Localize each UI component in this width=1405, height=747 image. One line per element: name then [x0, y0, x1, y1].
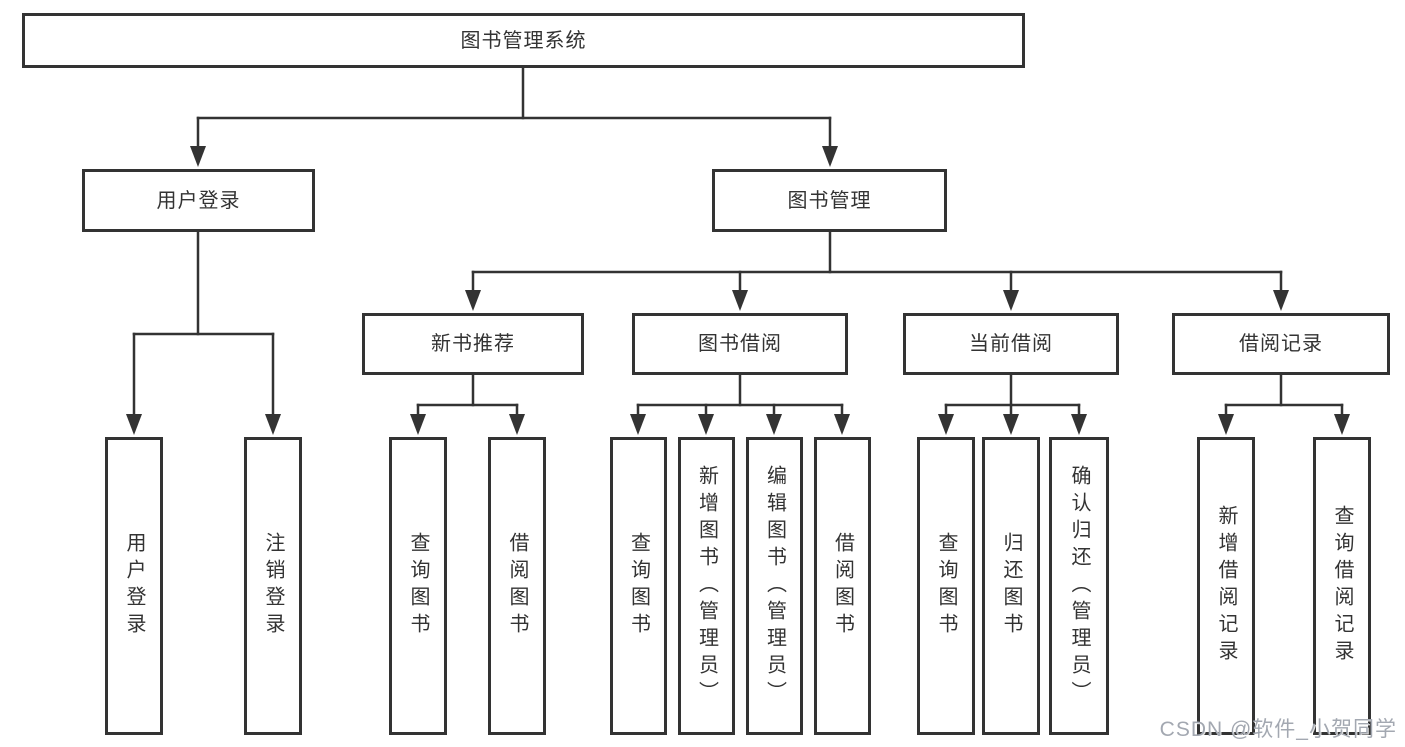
leaf-add-books-admin: 新增图书（管理员）	[678, 437, 735, 735]
leaf-confirm-return-admin: 确认归还（管理员）	[1049, 437, 1109, 735]
node-label: 归还图书	[1000, 532, 1022, 640]
node-label: 新书推荐	[431, 333, 515, 355]
node-book-borrowing: 图书借阅	[632, 313, 848, 375]
node-label: 当前借阅	[969, 333, 1053, 355]
node-label: 图书借阅	[698, 333, 782, 355]
node-label: 用户登录	[123, 532, 145, 640]
node-label: 查询借阅记录	[1331, 505, 1353, 667]
leaf-borrow-books: 借阅图书	[814, 437, 871, 735]
node-label: 查询图书	[407, 532, 429, 640]
node-label: 查询图书	[627, 532, 650, 640]
node-library-management-system: 图书管理系统	[22, 13, 1025, 68]
node-label: 编辑图书（管理员）	[763, 464, 786, 708]
node-label: 借阅图书	[506, 532, 528, 640]
leaf-query-borrow-records: 查询借阅记录	[1313, 437, 1371, 735]
node-label: 查询图书	[935, 532, 957, 640]
node-borrowing-records: 借阅记录	[1172, 313, 1390, 375]
leaf-user-login: 用户登录	[105, 437, 163, 735]
csdn-watermark: CSDN @软件_小贺同学	[1159, 718, 1397, 741]
node-new-book-recommendation: 新书推荐	[362, 313, 584, 375]
leaf-logout: 注销登录	[244, 437, 302, 735]
node-user-login-module: 用户登录	[82, 169, 315, 232]
leaf-query-books-recommend: 查询图书	[389, 437, 447, 735]
node-current-borrowing: 当前借阅	[903, 313, 1119, 375]
leaf-add-borrow-record: 新增借阅记录	[1197, 437, 1255, 735]
leaf-return-books: 归还图书	[982, 437, 1040, 735]
node-label: 图书管理	[787, 189, 872, 212]
leaf-query-books-current: 查询图书	[917, 437, 975, 735]
leaf-query-books-borrowing: 查询图书	[610, 437, 667, 735]
node-book-management-module: 图书管理	[712, 169, 947, 232]
arrowheads	[126, 146, 1350, 435]
node-label: 新增图书（管理员）	[695, 464, 718, 708]
node-label: 借阅图书	[831, 532, 854, 640]
leaf-borrow-books-recommend: 借阅图书	[488, 437, 546, 735]
node-label: 借阅记录	[1239, 333, 1323, 355]
node-label: 用户登录	[156, 189, 241, 212]
node-label: 图书管理系统	[460, 29, 587, 52]
node-label: 注销登录	[262, 532, 284, 640]
leaf-edit-books-admin: 编辑图书（管理员）	[746, 437, 803, 735]
node-label: 新增借阅记录	[1215, 505, 1237, 667]
node-label: 确认归还（管理员）	[1068, 464, 1090, 708]
